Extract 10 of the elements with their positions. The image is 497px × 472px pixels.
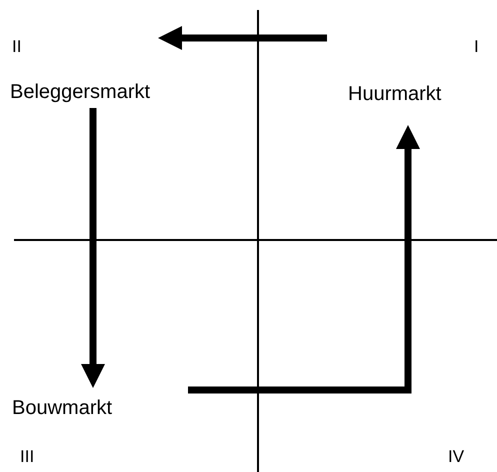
market-label: Bouwmarkt: [12, 396, 112, 420]
quadrant-numeral: I: [474, 38, 479, 55]
arrow: [81, 108, 105, 388]
arrow: [188, 125, 420, 394]
quadrant-numeral: IV: [448, 448, 464, 465]
quadrant-numeral: II: [12, 38, 22, 55]
market-label: Beleggersmarkt: [10, 80, 150, 104]
quadrant-numeral: III: [20, 448, 34, 465]
arrow: [158, 26, 327, 50]
market-label: Huurmarkt: [348, 82, 442, 106]
